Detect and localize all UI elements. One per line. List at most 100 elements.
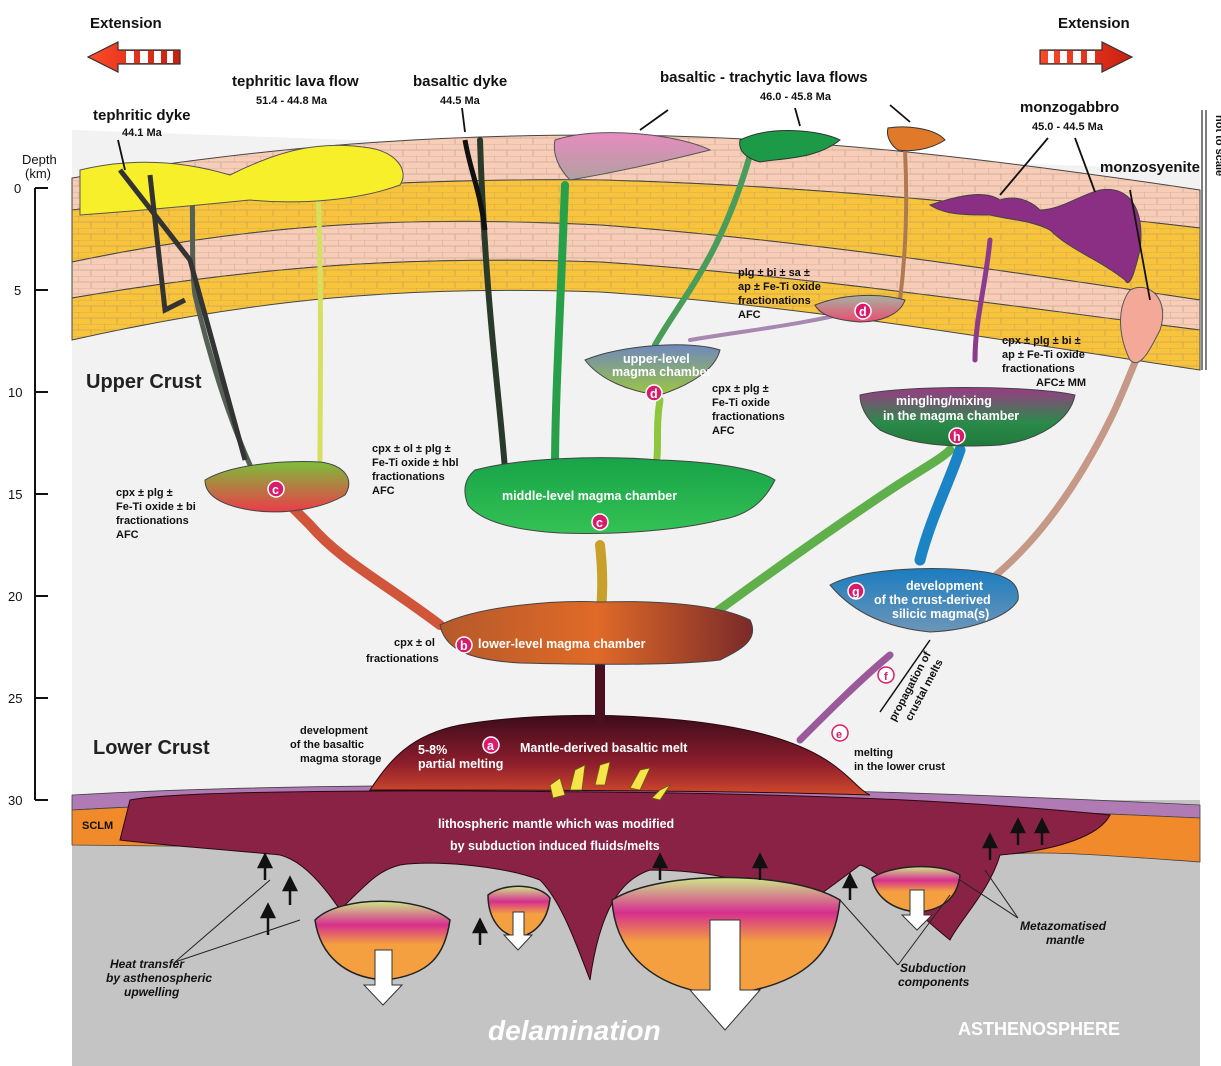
note-line: Subduction	[900, 961, 966, 975]
tephritic-lava-flow	[79, 144, 404, 216]
note-line: Heat transfer	[110, 957, 185, 971]
upper-crust-label: Upper Crust	[86, 371, 202, 393]
delamination-block	[611, 876, 841, 1031]
note-line: fractionations	[366, 653, 439, 665]
chamber-h	[859, 387, 1076, 447]
chamber-b	[439, 601, 754, 665]
note-subduction: Subduction components	[898, 961, 970, 989]
note-line: cpx ± plg ±	[116, 487, 173, 499]
arrow-gap	[1087, 51, 1095, 63]
tephritic-dyke	[118, 168, 248, 461]
depth-tick: 10	[8, 385, 22, 400]
extension-arrow-right	[1039, 41, 1134, 73]
note-line: cpx ± plg ± bi ±	[1002, 335, 1081, 347]
note-line: magma storage	[300, 753, 381, 765]
chamber-g-label-line2: of the crust-derived	[874, 593, 991, 607]
note-basaltic-storage: development of the basaltic magma storag…	[290, 725, 381, 765]
trachytic-lava-flow-orange	[887, 126, 946, 152]
basaltic-dyke-name: basaltic dyke	[413, 73, 507, 90]
note-fract-mid: cpx ± ol ± plg ± Fe-Ti oxide ± hbl fract…	[372, 443, 459, 497]
note-line: cpx ± plg ±	[712, 383, 769, 395]
arrow-gap	[1048, 51, 1054, 63]
sclm-label: SCLM	[82, 820, 113, 832]
note-line: by subduction induced fluids/melts	[450, 839, 660, 853]
basaltic-dyke-age: 44.5 Ma	[440, 95, 481, 107]
basaltic-lava-flow-pink	[553, 132, 712, 181]
chamber-g-letter: g	[852, 585, 860, 599]
chamber-h-label-line1: mingling/mixing	[896, 394, 992, 408]
chamber-c-middle	[464, 457, 776, 534]
monzosyenite-intrusion	[1120, 286, 1164, 363]
extension-label-left: Extension	[90, 15, 162, 32]
note-line: in the lower crust	[854, 761, 945, 773]
note-line: Fe-Ti oxide ± hbl	[372, 457, 459, 469]
note-melting-lower: melting in the lower crust	[854, 747, 945, 773]
depth-tick: 15	[8, 487, 22, 502]
note-line: AFC	[712, 425, 735, 437]
note-line: Fe-Ti oxide ± bi	[116, 501, 196, 513]
extension-label-right: Extension	[1058, 15, 1130, 32]
note-line: AFC	[372, 485, 395, 497]
not-to-scale-label: not to scale	[1213, 115, 1221, 176]
note-line: components	[898, 975, 970, 989]
tephritic-dyke-age: 44.1 Ma	[122, 127, 163, 139]
marker-e-letter: e	[836, 729, 842, 741]
tephritic-lava-age: 51.4 - 44.8 Ma	[256, 95, 328, 107]
monzogabbro-name: monzogabbro	[1020, 99, 1119, 116]
chamber-c-letter: c	[272, 483, 279, 497]
chamber-b-label: lower-level magma chamber	[478, 637, 646, 651]
note-line: Metazomatised	[1020, 919, 1107, 933]
delamination-block	[487, 885, 551, 951]
note-line: Fe-Ti oxide	[712, 397, 770, 409]
depth-axis	[34, 187, 48, 801]
trachytic-lava-flow-green	[739, 130, 841, 163]
upwelling-arrows	[256, 817, 1051, 945]
depth-tick: 5	[14, 283, 21, 298]
note-line: by asthenospheric	[106, 971, 212, 985]
note-line: mantle	[1046, 933, 1085, 947]
note-line: AFC	[738, 309, 761, 321]
chamber-h-label-line2: in the magma chamber	[883, 409, 1019, 423]
basaltic-dyke	[462, 139, 488, 231]
delamination-block	[314, 900, 451, 1006]
note-fract-left: cpx ± plg ± Fe-Ti oxide ± bi fractionati…	[116, 487, 196, 541]
tephritic-dyke-branch	[147, 174, 187, 314]
lower-crust-label: Lower Crust	[93, 737, 210, 759]
asthenosphere-label: ASTHENOSPHERE	[958, 1019, 1120, 1039]
note-line: fractionations	[1002, 363, 1075, 375]
note-line: of the basaltic	[290, 739, 364, 751]
chamber-h-letter: h	[953, 430, 961, 444]
depth-tick: 25	[8, 691, 22, 706]
delamination-block	[871, 865, 961, 931]
chamber-d-upper	[584, 344, 721, 396]
note-heat-transfer: Heat transfer by asthenospheric upwellin…	[106, 957, 212, 999]
note-line: upwelling	[124, 985, 180, 999]
note-fract-top: plg ± bi ± sa ± ap ± Fe-Ti oxide fractio…	[738, 267, 821, 321]
note-line: fractionations	[712, 411, 785, 423]
depth-axis-title: Depth	[22, 152, 57, 167]
note-line: 5-8%	[418, 743, 447, 757]
leader-lines	[174, 869, 1019, 966]
chamber-c-label: middle-level magma chamber	[502, 489, 677, 503]
note-fract-lower: cpx ± ol fractionations	[366, 637, 439, 665]
chamber-c-letter: c	[596, 516, 603, 530]
note-line: cpx ± ol ± plg ±	[372, 443, 451, 455]
note-line: AFC	[116, 529, 139, 541]
arrow-gap	[1060, 51, 1067, 63]
arrow-gap	[126, 51, 134, 63]
note-line: melting	[854, 747, 893, 759]
melt-arrows	[549, 761, 672, 801]
chamber-d-letter: d	[650, 387, 658, 401]
depth-tick: 30	[8, 793, 22, 808]
chamber-a-label: Mantle-derived basaltic melt	[520, 741, 688, 755]
chamber-d-label-line1: upper-level	[623, 352, 690, 366]
note-fract-upper: cpx ± plg ± Fe-Ti oxide fractionations A…	[712, 383, 785, 437]
note-line: lithospheric mantle which was modified	[438, 817, 674, 831]
extension-arrow-left	[86, 41, 181, 73]
propagation-arrow	[879, 639, 931, 713]
note-line: fractionations	[738, 295, 811, 307]
arrow-gap	[1073, 51, 1081, 63]
depth-tick: 0	[14, 181, 21, 196]
arrow-gap	[167, 51, 173, 63]
